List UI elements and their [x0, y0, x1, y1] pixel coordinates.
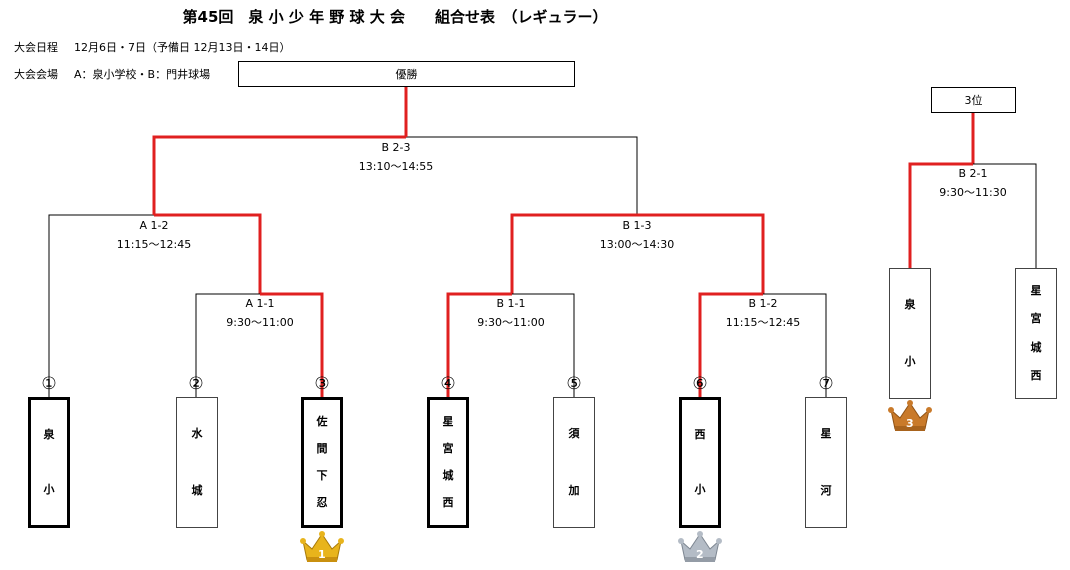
match-r1-b-label: B 1-1 9:30～11:00	[431, 297, 591, 330]
team-char: 泉	[904, 298, 916, 312]
team-box-3: 佐 間 下 忍	[301, 397, 343, 528]
match-code: B 2-1	[958, 167, 988, 180]
match-code: B 1-1	[496, 297, 526, 310]
match-code: A 1-1	[245, 297, 275, 310]
team-char: 水	[191, 427, 203, 441]
team-char: 星	[820, 427, 832, 441]
match-time: 11:15～12:45	[725, 316, 801, 329]
winner-line	[698, 292, 763, 397]
third-team-box-2: 星 宮 城 西	[1015, 268, 1057, 399]
bronze-crown-icon: 3	[888, 400, 932, 431]
team-char: 河	[820, 483, 832, 497]
team-box-1: 泉 小	[28, 397, 70, 528]
team-box-4: 星 宮 城 西	[427, 397, 469, 528]
match-time: 9:30～11:00	[477, 316, 545, 329]
bracket-line	[195, 293, 260, 397]
winner-line	[446, 292, 512, 397]
venue-label: 大会会場	[14, 68, 58, 81]
dates-label: 大会日程	[14, 41, 58, 54]
team-char: 星	[1030, 284, 1042, 298]
match-code: B 2-3	[381, 141, 411, 154]
match-time: 11:15～12:45	[116, 238, 192, 251]
team-char: 小	[694, 482, 706, 496]
seed-number: ⑦	[818, 374, 834, 394]
medal-rank: 2	[696, 548, 704, 561]
winner-line	[154, 213, 262, 294]
team-char: 西	[1030, 368, 1042, 382]
bracket-line	[973, 163, 1037, 268]
bracket-line	[763, 293, 827, 397]
team-char: 間	[316, 441, 328, 455]
team-box-6: 西 小	[679, 397, 721, 528]
winner-line	[908, 162, 973, 268]
seed-number: ③	[314, 374, 330, 394]
team-char: 忍	[316, 496, 328, 510]
match-time: 9:30～11:00	[226, 316, 294, 329]
match-r1-c-label: B 1-2 11:15～12:45	[683, 297, 843, 330]
team-char: 小	[43, 482, 55, 496]
winner-line	[152, 135, 406, 215]
seed-number: ⑤	[566, 374, 582, 394]
team-box-5: 須 加	[553, 397, 595, 528]
team-char: 宮	[442, 441, 454, 455]
dates-value: 12月6日・7日（予備日 12月13日・14日）	[74, 41, 291, 54]
match-third-label: B 2-1 9:30～11:30	[893, 167, 1053, 200]
seed-number: ②	[188, 374, 204, 394]
team-char: 城	[1030, 340, 1042, 354]
match-code: B 1-2	[748, 297, 778, 310]
page-title: 第45回 泉 小 少 年 野 球 大 会 組合せ表 （レギュラー）	[182, 8, 608, 26]
match-time: 9:30～11:30	[939, 186, 1007, 199]
team-char: 城	[442, 469, 454, 483]
gold-crown-icon: 1	[300, 531, 344, 562]
match-time: 13:10～14:55	[358, 160, 434, 173]
team-char: 宮	[1030, 312, 1042, 326]
third-team-box-1: 泉 小	[889, 268, 931, 399]
team-char: 下	[316, 469, 328, 483]
winner-line	[637, 213, 765, 294]
bracket-line	[48, 214, 154, 397]
team-char: 小	[904, 354, 916, 368]
venue-value: A：泉小学校・B：門井球場	[74, 68, 211, 81]
winner-line	[510, 213, 637, 294]
medal-rank: 1	[318, 548, 326, 561]
champion-box: 優勝	[238, 61, 575, 87]
silver-crown-icon: 2	[678, 531, 722, 562]
team-char: 須	[568, 427, 580, 441]
team-char: 加	[568, 483, 580, 497]
seed-number: ①	[41, 374, 57, 394]
team-char: 西	[694, 428, 706, 442]
team-box-7: 星 河	[805, 397, 847, 528]
team-char: 佐	[316, 414, 328, 428]
match-left-semi-label: A 1-2 11:15～12:45	[74, 219, 234, 252]
bracket-line	[512, 293, 575, 397]
seed-number: ④	[440, 374, 456, 394]
match-r1-a-label: A 1-1 9:30～11:00	[180, 297, 340, 330]
team-char: 星	[442, 414, 454, 428]
bracket-line	[406, 136, 638, 215]
match-code: B 1-3	[622, 219, 652, 232]
team-char: 城	[191, 483, 203, 497]
team-char: 泉	[43, 428, 55, 442]
team-char: 西	[442, 496, 454, 510]
team-box-2: 水 城	[176, 397, 218, 528]
match-final-label: B 2-3 13:10～14:55	[316, 141, 476, 174]
match-code: A 1-2	[139, 219, 169, 232]
match-right-semi-label: B 1-3 13:00～14:30	[557, 219, 717, 252]
winner-line	[260, 292, 324, 397]
match-time: 13:00～14:30	[599, 238, 675, 251]
medal-rank: 3	[906, 417, 914, 430]
third-place-box: 3位	[931, 87, 1016, 113]
seed-number: ⑥	[692, 374, 708, 394]
